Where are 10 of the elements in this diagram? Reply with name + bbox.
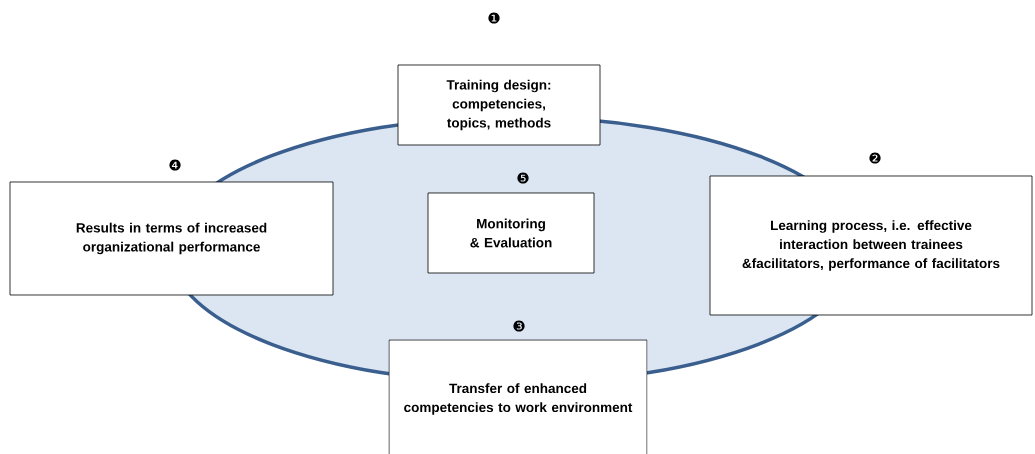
callout-number: ❶ [488, 12, 500, 24]
callout-number: ❸ [513, 320, 525, 332]
text-box: Transfer of enhanced competencies to work environment [388, 339, 648, 454]
text-box: Training design: competencies, topics, methods [397, 64, 601, 146]
text-box: Monitoring & Evaluation [427, 192, 595, 274]
text-box: Results in terms of increased organizational performance [9, 181, 334, 296]
callout-number: ❹ [169, 159, 181, 171]
text-box: Learning process, i.e. effective interaction between trainees &facilitators, performance of facilitators [709, 175, 1033, 316]
callout-number: ❺ [517, 172, 529, 184]
callout-number: ❷ [869, 152, 881, 164]
